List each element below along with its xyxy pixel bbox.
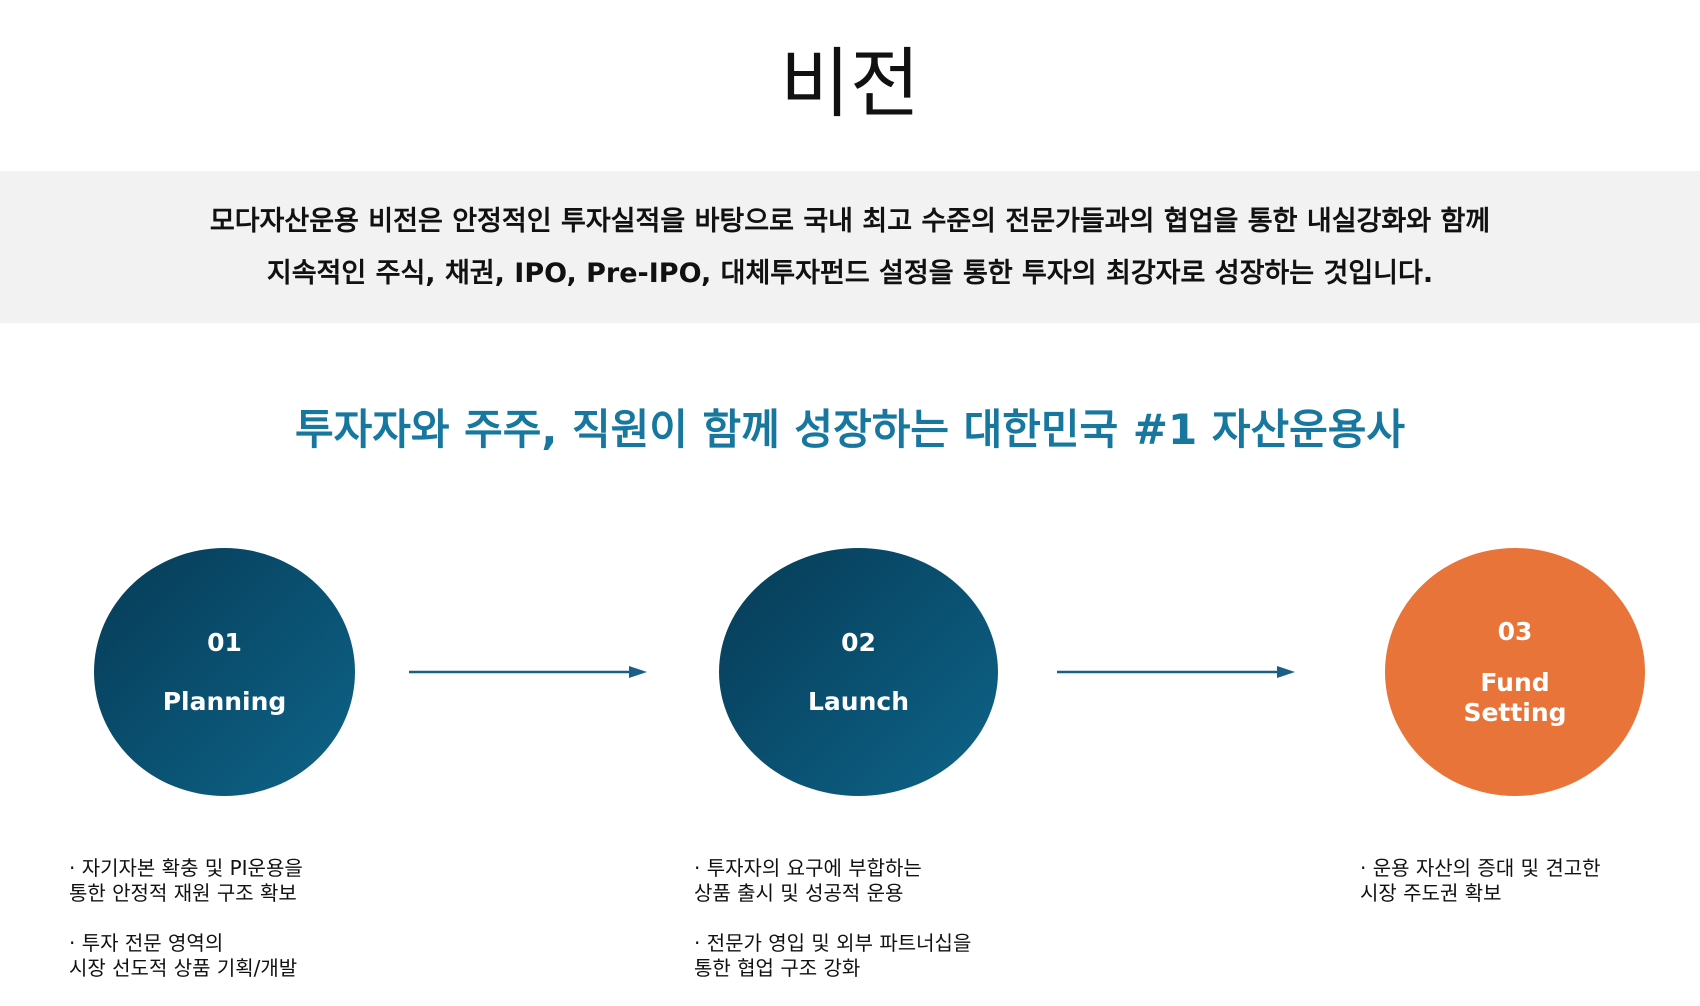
step-label: Launch [807, 686, 909, 716]
step-launch-circle: 02 Launch [719, 548, 998, 796]
step-number: 02 [841, 627, 876, 657]
arrow-right-icon [1057, 666, 1295, 678]
step-label: Fund [1480, 667, 1550, 697]
step-label-2: Setting [1463, 697, 1567, 727]
step-number: 01 [207, 627, 242, 657]
step-number: 03 [1497, 616, 1533, 646]
intro-line-2: 지속적인 주식, 채권, IPO, Pre-IPO, 대체투자펀드 설정을 통한… [266, 258, 1434, 289]
intro-line-1: 모다자산운용 비전은 안정적인 투자실적을 바탕으로 국내 최고 수준의 전문가… [209, 206, 1491, 237]
vision-intro: 모다자산운용 비전은 안정적인 투자실적을 바탕으로 국내 최고 수준의 전문가… [0, 171, 1700, 323]
arrow-right-icon [409, 666, 647, 678]
step-planning-circle: 01 Planning [94, 548, 355, 796]
step-label: Planning [162, 686, 287, 716]
page-title: 비전 [780, 39, 920, 128]
step-fund-setting-circle: 03 Fund Setting [1385, 548, 1645, 796]
slogan-heading: 투자자와 주주, 직원이 함께 성장하는 대한민국 #1 자산운용사 [294, 405, 1406, 454]
